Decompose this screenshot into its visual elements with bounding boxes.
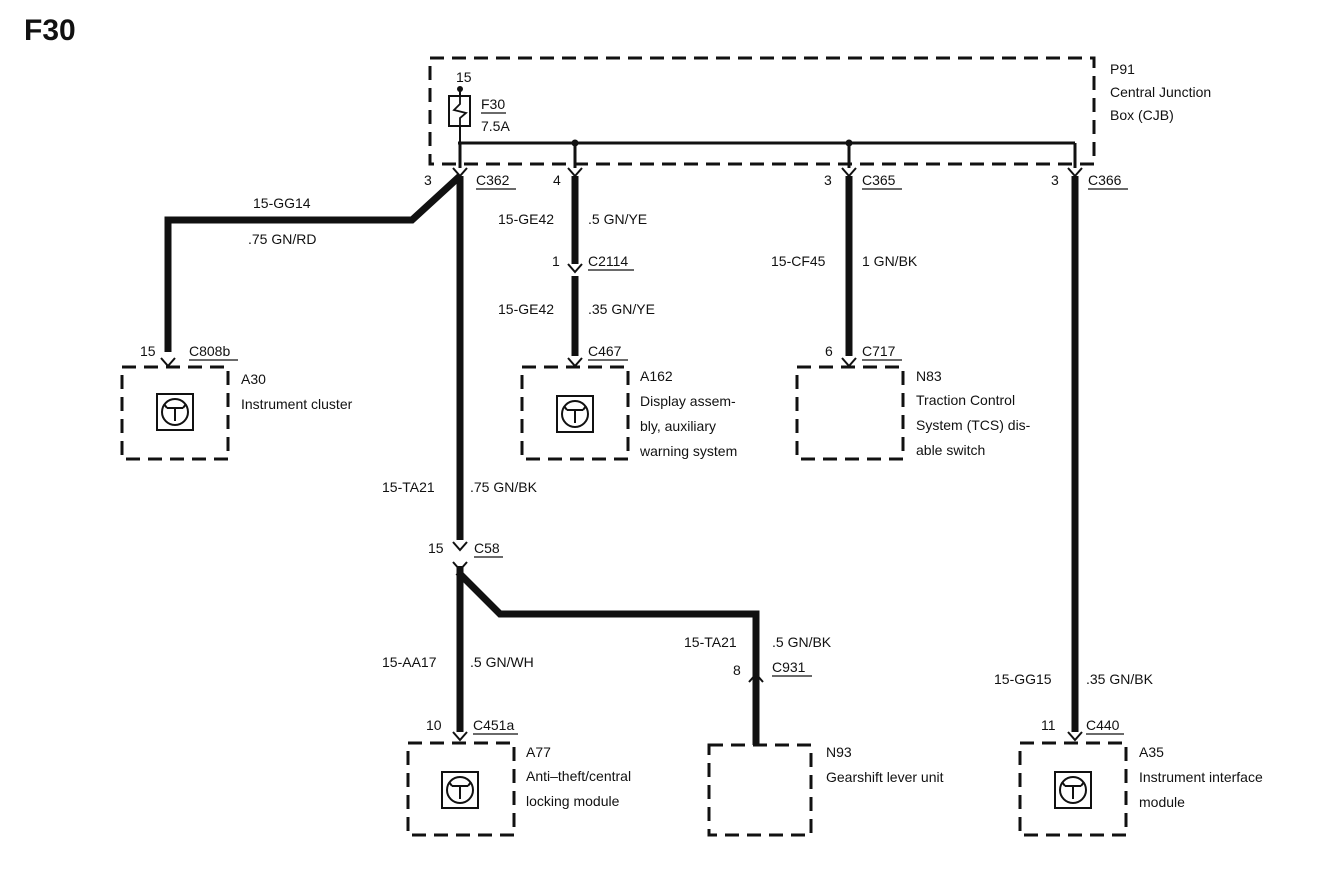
connector-c931-mark xyxy=(748,672,764,683)
c365-label: C365 xyxy=(862,172,896,188)
component-a77-line1: Anti–theft/central xyxy=(526,768,631,784)
connector-c362-mark xyxy=(452,167,468,178)
connector-c365-mark xyxy=(841,167,857,178)
component-n83-line2: System (TCS) dis- xyxy=(916,417,1031,433)
component-a162-id: A162 xyxy=(640,368,673,384)
wire-ta21-spec: .75 GN/BK xyxy=(470,479,538,495)
wire-ta21-circuit: 15-TA21 xyxy=(382,479,435,495)
c366-pin: 3 xyxy=(1051,172,1059,188)
fuse-pin-label: 15 xyxy=(456,69,472,85)
cjb-id: P91 xyxy=(1110,61,1135,77)
fuse-rating: 7.5A xyxy=(481,118,510,134)
component-a30-box xyxy=(120,365,230,461)
component-a77-id: A77 xyxy=(526,744,551,760)
wire-ge42-top-spec: .5 GN/YE xyxy=(588,211,647,227)
component-n83-id: N83 xyxy=(916,368,942,384)
component-a77-line2: locking module xyxy=(526,793,620,809)
connector-c58-upper-mark xyxy=(452,541,468,552)
component-a35-line1: Instrument interface xyxy=(1139,769,1263,785)
wire-ge42-bottom-circuit: 15-GE42 xyxy=(498,301,554,317)
wire-ta21-branch-circuit: 15-TA21 xyxy=(684,634,737,650)
connector-c2114-mark xyxy=(567,263,583,274)
component-a30-name: Instrument cluster xyxy=(241,396,353,412)
component-a162-line2: bly, auxiliary xyxy=(640,418,716,434)
c717-label: C717 xyxy=(862,343,896,359)
component-n83-line1: Traction Control xyxy=(916,392,1015,408)
component-n93-line1: Gearshift lever unit xyxy=(826,769,944,785)
module-icon xyxy=(1054,771,1092,809)
connector-c440-mark xyxy=(1067,731,1083,742)
connector-c717-mark xyxy=(841,357,857,368)
component-n93-box xyxy=(707,743,813,837)
module-icon xyxy=(441,771,479,809)
component-a35-box xyxy=(1018,741,1128,837)
fuse-id: F30 xyxy=(481,96,505,112)
wire-aa17-spec: .5 GN/WH xyxy=(470,654,534,670)
c808b-label: C808b xyxy=(189,343,230,359)
component-a30-id: A30 xyxy=(241,371,266,387)
wire-gg14-spec: .75 GN/RD xyxy=(248,231,316,247)
c366-label: C366 xyxy=(1088,172,1122,188)
c58-pin: 15 xyxy=(428,540,444,556)
connector-c467-mark xyxy=(567,357,583,368)
component-n83-line3: able switch xyxy=(916,442,985,458)
component-a35-id: A35 xyxy=(1139,744,1164,760)
diagram-title: F30 xyxy=(24,14,76,47)
component-a162-line3: warning system xyxy=(639,443,737,459)
wire-gg15-spec: .35 GN/BK xyxy=(1086,671,1154,687)
connector-c808b-mark xyxy=(160,357,176,368)
connector-c451a-mark xyxy=(452,731,468,742)
component-a162-line1: Display assem- xyxy=(640,393,736,409)
wire-ta21-branch-spec: .5 GN/BK xyxy=(772,634,832,650)
wire-cf45-circuit: 15-CF45 xyxy=(771,253,826,269)
c451a-pin: 10 xyxy=(426,717,442,733)
connector-c366-mark xyxy=(1067,167,1083,178)
cjb-box xyxy=(428,56,1096,166)
c2114-pin: 1 xyxy=(552,253,560,269)
wire-aa17-circuit: 15-AA17 xyxy=(382,654,437,670)
wire-ge42-top-circuit: 15-GE42 xyxy=(498,211,554,227)
c440-pin: 11 xyxy=(1041,717,1056,733)
component-n93-id: N93 xyxy=(826,744,852,760)
wire-15-gg14 xyxy=(164,173,463,352)
c362-pin: 3 xyxy=(424,172,432,188)
module-icon xyxy=(156,393,194,431)
c467-label: C467 xyxy=(588,343,622,359)
c365-pin: 3 xyxy=(824,172,832,188)
component-a162-box xyxy=(520,365,630,461)
c808b-pin: 15 xyxy=(140,343,156,359)
c58-label: C58 xyxy=(474,540,500,556)
wire-cf45-spec: 1 GN/BK xyxy=(862,253,918,269)
wire-15-ta21-branch xyxy=(455,569,760,745)
wire-ge42-bottom-spec: .35 GN/YE xyxy=(588,301,655,317)
component-n83-box xyxy=(795,365,905,461)
c362-label: C362 xyxy=(476,172,510,188)
fuse-element-icon xyxy=(452,97,468,125)
cjb-name-line1: Central Junction xyxy=(1110,84,1211,100)
component-a35-line2: module xyxy=(1139,794,1185,810)
c440-label: C440 xyxy=(1086,717,1120,733)
c451a-label: C451a xyxy=(473,717,514,733)
pin4-label: 4 xyxy=(553,172,561,188)
c717-pin: 6 xyxy=(825,343,833,359)
cjb-name-line2: Box (CJB) xyxy=(1110,107,1174,123)
c2114-label: C2114 xyxy=(588,253,628,269)
connector-pin4-mark xyxy=(567,167,583,178)
c931-label: C931 xyxy=(772,659,806,675)
c931-pin: 8 xyxy=(733,662,741,678)
wire-gg15-circuit: 15-GG15 xyxy=(994,671,1052,687)
module-icon xyxy=(556,395,594,433)
component-a77-box xyxy=(406,741,516,837)
wire-gg14-circuit: 15-GG14 xyxy=(253,195,311,211)
